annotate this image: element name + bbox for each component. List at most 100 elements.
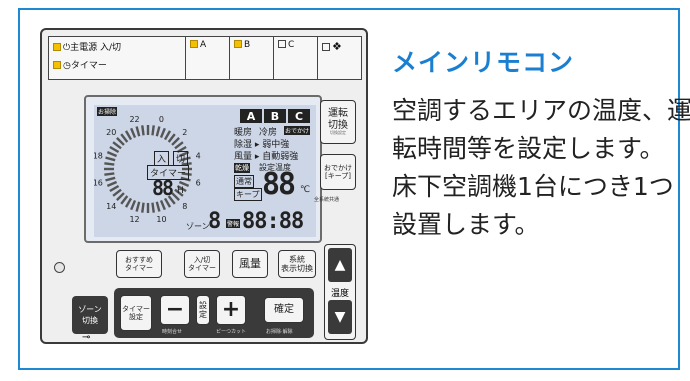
lcd-zone-digit: 8	[208, 209, 222, 234]
airflow-button[interactable]: 風量	[232, 250, 268, 278]
dial-segment	[174, 188, 184, 197]
setting-panel: タイマー 設定 − 設 定 + 確定 時刻合せ ピーつカット お掃除·解除	[114, 288, 314, 338]
dial-number: 6	[196, 178, 201, 187]
dial-number: 10	[156, 215, 166, 224]
lcd-on: 入	[154, 151, 170, 166]
zone-a-indicator: A	[185, 37, 229, 79]
temp-down-button[interactable]: ▼	[328, 300, 352, 334]
system-display-button[interactable]: 系統 表示切換	[278, 250, 316, 278]
dial-segment	[106, 180, 118, 187]
lcd-timer-label: タイマー	[147, 165, 190, 180]
clean-release-label: お掃除·解除	[266, 329, 293, 335]
lcd-airflow: 風量 ▸ 自動弱強	[234, 152, 299, 162]
zone-b-box	[264, 109, 286, 123]
dial-segment	[135, 201, 141, 212]
dial-segment	[109, 184, 120, 193]
dial-segment	[124, 197, 133, 208]
dial-segment	[124, 130, 133, 141]
dial-segment	[159, 199, 166, 211]
dial-segment	[176, 184, 187, 193]
dial-segment	[180, 156, 191, 162]
set-button[interactable]: 設 定	[196, 295, 210, 325]
lcd-zone-c: C	[295, 110, 303, 123]
dial-segment	[151, 202, 155, 213]
recommended-timer-button[interactable]: おすすめ タイマー	[116, 250, 162, 278]
lcd-mode-cool: 冷房	[259, 128, 278, 138]
zone-b-indicator: B	[229, 37, 273, 79]
zone-c-indicator: C	[273, 37, 317, 79]
dial-segment	[130, 127, 137, 139]
section-description: 空調するエリアの温度、運転時間等を設定します。 床下空調機1台につき1つ設置しま…	[392, 96, 690, 239]
dial-number: 22	[129, 115, 139, 124]
dial-segment	[167, 195, 176, 205]
timer-set-button[interactable]: タイマー 設定	[120, 295, 152, 331]
dial-segment	[104, 172, 115, 176]
power-lamp-icon	[53, 43, 61, 51]
lcd-timer-value: 88	[152, 176, 174, 200]
dial-segment	[167, 133, 176, 143]
zone-switch-button[interactable]: ゾーン 切換	[72, 296, 108, 334]
dial-segment	[120, 195, 129, 205]
lcd-keep: キープ	[234, 188, 262, 201]
lcd-timer-unit: H	[177, 186, 184, 196]
lcd-zone-b: B	[271, 110, 279, 123]
lcd-zone-a: A	[247, 110, 256, 123]
timer-lamp-icon	[53, 61, 61, 69]
lcd-mode-heat: 暖房	[234, 128, 253, 138]
temp-label: 温度	[330, 289, 349, 299]
dial-segment	[163, 130, 172, 141]
dial-number: 16	[94, 178, 103, 187]
all-common-label: 全系統共通	[314, 197, 340, 203]
dial-number: 18	[94, 152, 103, 161]
minus-button[interactable]: −	[160, 295, 190, 325]
dial-segment	[116, 192, 125, 201]
dial-segment	[181, 172, 192, 176]
lcd-mode-outing: おでかけ	[284, 126, 311, 135]
dial-number: 2	[182, 128, 187, 137]
key-icon: ⊸	[82, 332, 91, 343]
run-switch-button[interactable]: 運転 切換 切換設定	[320, 100, 356, 144]
dial-segment	[178, 180, 190, 187]
lcd-zone-word: ゾーン	[186, 222, 210, 231]
dial-segment	[112, 188, 122, 197]
outing-keep-button[interactable]: おでかけ [キープ]	[320, 154, 356, 190]
dial-segment	[171, 137, 180, 146]
dial-number: 8	[182, 202, 187, 211]
lcd-normal: 通常	[234, 175, 254, 188]
lcd-clean-badge: お掃除	[97, 107, 118, 116]
dial-number: 0	[159, 115, 164, 124]
temp-control: ▲ 温度 ▼	[324, 244, 356, 340]
plus-button[interactable]: +	[216, 295, 246, 325]
lcd-clock: 88:88	[242, 209, 304, 234]
fan-indicator: ❖	[317, 37, 363, 79]
lcd-dry-badge: 乾燥	[234, 163, 250, 173]
dial-segment	[181, 162, 192, 166]
power-label: 主電源 入/切	[70, 43, 122, 53]
power-indicator: ⏻主電源 入/切 ◷タイマー	[49, 37, 185, 79]
lcd-alarm-badge: 警報	[226, 219, 241, 228]
temp-up-button[interactable]: ▲	[328, 248, 352, 282]
dial-segment	[155, 126, 161, 137]
dial-segment	[112, 141, 122, 150]
dial-segment	[105, 176, 116, 182]
dial-segment	[174, 141, 184, 150]
status-led	[54, 262, 65, 273]
dial-number: 20	[106, 128, 116, 137]
onoff-timer-button[interactable]: 入/切 タイマー	[184, 250, 220, 278]
dial-number: 4	[196, 152, 201, 161]
lcd-dehumidify: 除湿 ▸ 弱中強	[234, 140, 290, 150]
dial-segment	[106, 151, 118, 158]
dial-segment	[141, 125, 145, 136]
confirm-button[interactable]: 確定	[264, 297, 304, 323]
dial-segment	[171, 192, 180, 201]
time-adjust-label: 時刻合せ	[162, 329, 183, 335]
dial-segment	[120, 133, 129, 143]
section-title: メインリモコン	[392, 48, 575, 77]
zone-a-box	[240, 109, 262, 123]
indicator-strip: ⏻主電源 入/切 ◷タイマー A B C ❖	[48, 36, 362, 80]
